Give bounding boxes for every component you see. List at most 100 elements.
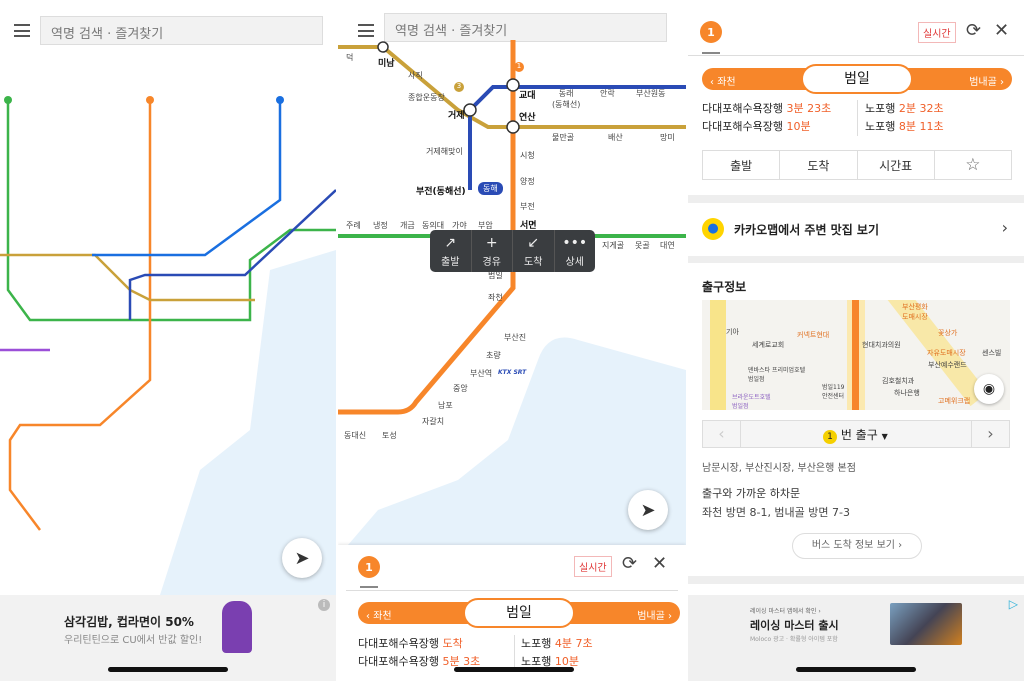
adchoices-icon[interactable]: ▷ (1008, 597, 1018, 611)
set-via-button[interactable]: +경유 (472, 230, 513, 272)
station-label[interactable]: 종합운동장 (408, 93, 445, 102)
map-poi[interactable]: 김호철치과 (882, 377, 915, 385)
map-poi[interactable]: 부산평화 도매시장 (902, 303, 928, 321)
timetable-button[interactable]: 시간표 (858, 151, 935, 179)
station-label[interactable]: 덕 (346, 53, 354, 62)
bus-arrival-button[interactable]: 버스 도착 정보 보기 › (792, 533, 922, 559)
menu-icon[interactable] (358, 24, 374, 37)
close-icon[interactable]: ✕ (994, 20, 1010, 41)
ad-banner[interactable]: 레이싱 마스터 앱에서 확인 › 레이싱 마스터 출시 Moloco 광고 · … (688, 595, 1024, 681)
station-label[interactable]: 좌천 (488, 293, 503, 302)
map-poi[interactable]: 꽃상가 (938, 329, 958, 337)
refresh-icon[interactable]: ⟳ (622, 553, 638, 574)
station-bottom-sheet: 1 실시간 ⟳ ✕ ‹ 좌천 범일 범내골 › 다대포해수욕장행 도착 다대포해… (338, 545, 686, 681)
station-label[interactable]: 동의대 (422, 221, 445, 230)
realtime-button[interactable]: 실시간 (574, 556, 612, 577)
next-station-button[interactable]: 범내골 › (969, 77, 1004, 88)
map-poi[interactable]: 세계로교회 (752, 341, 785, 349)
line-tab-1[interactable]: 1 (358, 556, 380, 578)
subway-map-overview[interactable] (0, 50, 336, 595)
ad-game-image (890, 603, 962, 645)
station-label[interactable]: 대연 (660, 241, 675, 250)
current-location-button[interactable]: ➤ (282, 538, 322, 578)
close-icon[interactable]: ✕ (652, 553, 668, 574)
details-button[interactable]: •••상세 (555, 230, 596, 272)
map-poi[interactable]: 자유도매시장 (927, 349, 966, 357)
info-icon[interactable]: i (318, 599, 330, 611)
prev-exit-button[interactable]: ‹ (703, 421, 741, 447)
station-label[interactable]: 서면 (520, 221, 537, 231)
station-label[interactable]: 지게골 (602, 241, 625, 250)
station-label[interactable]: 미남 (378, 59, 395, 69)
station-label[interactable]: 토성 (382, 431, 397, 440)
station-label[interactable]: 시청 (520, 151, 535, 160)
station-label[interactable]: 망미 (660, 133, 675, 142)
station-label[interactable]: 부전 (520, 202, 535, 211)
station-label[interactable]: 부산원동 (636, 89, 666, 98)
station-label[interactable]: 사직 (408, 71, 423, 80)
station-label[interactable]: 중앙 (453, 384, 468, 393)
map-poi[interactable]: 하나은행 (894, 389, 920, 397)
subway-map-zoomed[interactable] (338, 40, 686, 545)
search-input[interactable]: 역명 검색 · 즐겨찾기 (40, 16, 323, 45)
station-label[interactable]: 냉정 (373, 221, 388, 230)
station-label[interactable]: 교대 (519, 91, 536, 101)
map-poi[interactable]: 덴바스타 프리미엄호텔 범일점 (748, 367, 806, 383)
line-3 (338, 45, 686, 129)
map-poi[interactable]: 브라운도트호텔 범일점 (732, 394, 771, 410)
line-tab-1[interactable]: 1 (700, 21, 722, 43)
map-poi[interactable]: 현대치과의원 (862, 341, 901, 349)
departure-button[interactable]: 출발 (703, 151, 781, 179)
station-label[interactable]: 가야 (452, 221, 467, 230)
map-poi[interactable]: 센스빌 (982, 349, 1002, 357)
current-location-button[interactable]: ➤ (628, 490, 668, 530)
map-poi[interactable]: 범일119 안전센터 (822, 384, 845, 400)
street-view-button[interactable]: ◉ (974, 374, 1004, 404)
station-label[interactable]: 부암 (478, 221, 493, 230)
station-label[interactable]: 범일 (488, 271, 503, 280)
favorite-star-icon[interactable]: ☆ (965, 155, 981, 175)
station-label[interactable]: 물만골 (552, 133, 575, 142)
station-label[interactable]: 주례 (346, 221, 361, 230)
exit-dropdown[interactable]: 1 번 출구 ▼ (823, 426, 888, 444)
refresh-icon[interactable]: ⟳ (966, 20, 982, 41)
station-label[interactable]: 안락 (600, 89, 615, 98)
station-label[interactable]: 부전(동해선) (416, 187, 466, 197)
next-station-button[interactable]: 범내골 › (637, 611, 672, 622)
map-poi[interactable]: 기아 (726, 328, 739, 336)
search-input[interactable]: 역명 검색 · 즐겨찾기 (384, 13, 667, 42)
station-label[interactable]: 부산진 (504, 333, 527, 342)
set-departure-button[interactable]: ↗출발 (430, 230, 472, 272)
prev-station-button[interactable]: ‹ 좌천 (366, 611, 392, 622)
arrival-time: 5분 3초 (442, 655, 481, 668)
station-label[interactable]: 배산 (608, 133, 623, 142)
next-exit-button[interactable]: › (971, 421, 1009, 447)
arrival-button[interactable]: 도착 (780, 151, 858, 179)
station-label[interactable]: 자갈치 (422, 417, 445, 426)
exit-map[interactable]: 부산평화 도매시장 꽃상가 자유도매시장 센스빌 커넥트현대 세계로교회 기아 … (702, 300, 1010, 410)
station-label[interactable]: 동대신 (344, 431, 367, 440)
home-indicator (108, 667, 228, 672)
station-label[interactable]: 못골 (635, 241, 650, 250)
station-label[interactable]: 거제 (448, 111, 465, 121)
station-label[interactable]: 양정 (520, 177, 535, 186)
arrow-up-right-icon: ↗ (444, 234, 457, 251)
station-label[interactable]: 동래 (동해선) (552, 89, 581, 109)
transfer-station-marker (377, 41, 389, 53)
donghae-badge: 동해 (478, 182, 503, 195)
station-label[interactable]: 거제해맞이 (426, 147, 463, 156)
station-label[interactable]: 개금 (400, 221, 415, 230)
realtime-button[interactable]: 실시간 (918, 22, 956, 43)
kakaomap-restaurants-link[interactable]: ● 카카오맵에서 주변 맛집 보기 › (688, 208, 1024, 252)
menu-icon[interactable] (14, 24, 30, 37)
station-label[interactable]: 남포 (438, 401, 453, 410)
prev-station-button[interactable]: ‹ 좌천 (710, 77, 736, 88)
station-label[interactable]: 연산 (519, 113, 536, 123)
map-poi[interactable]: 고메위크랩 (938, 397, 971, 405)
station-label[interactable]: 초량 (486, 351, 501, 360)
ad-banner[interactable]: 삼각김밥, 컵라면이 50% 우리틴틴으로 CU에서 반값 할인! i (0, 595, 336, 681)
map-poi[interactable]: 부산예수랜드 (928, 361, 967, 369)
set-arrival-button[interactable]: ↙도착 (513, 230, 555, 272)
station-label[interactable]: 부산역 (470, 369, 493, 378)
map-poi[interactable]: 커넥트현대 (797, 331, 830, 339)
